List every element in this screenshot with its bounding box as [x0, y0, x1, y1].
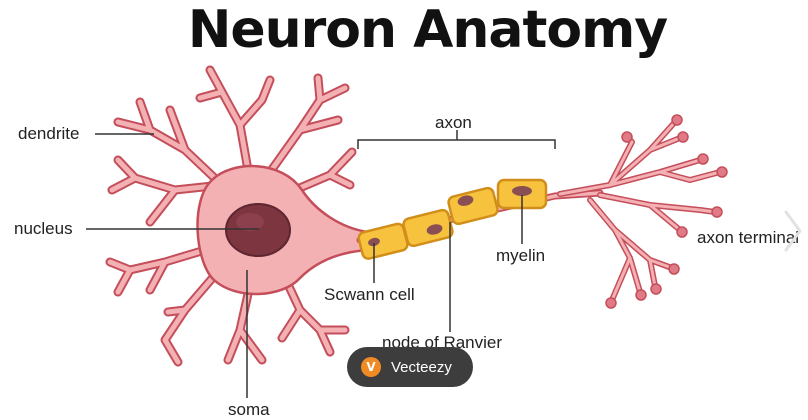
chevron-right-icon[interactable]: [782, 206, 804, 256]
dendrite-branches: [105, 65, 357, 367]
vecteezy-logo-icon: V: [361, 357, 381, 377]
label-nucleus: nucleus: [14, 219, 73, 238]
label-soma: soma: [228, 400, 270, 419]
vecteezy-watermark-badge[interactable]: V Vecteezy: [347, 347, 473, 387]
neuron-diagram: Neuron Anatomy dendrite nucleus axon axo…: [14, 0, 804, 419]
axon-terminal-branches: [557, 114, 728, 309]
leader-lines: [86, 130, 556, 398]
label-axon-terminal: axon terminal: [697, 228, 800, 247]
label-myelin: myelin: [496, 246, 546, 265]
watermark-text: Vecteezy: [391, 358, 452, 376]
page-title: Neuron Anatomy: [187, 0, 668, 60]
myelin-sheath: [357, 178, 548, 260]
label-dendrite: dendrite: [18, 124, 80, 143]
neuron-illustration: [86, 65, 728, 398]
label-schwann-cell: Scwann cell: [324, 285, 415, 304]
label-axon: axon: [435, 113, 472, 132]
nucleus-shape: [225, 203, 291, 257]
